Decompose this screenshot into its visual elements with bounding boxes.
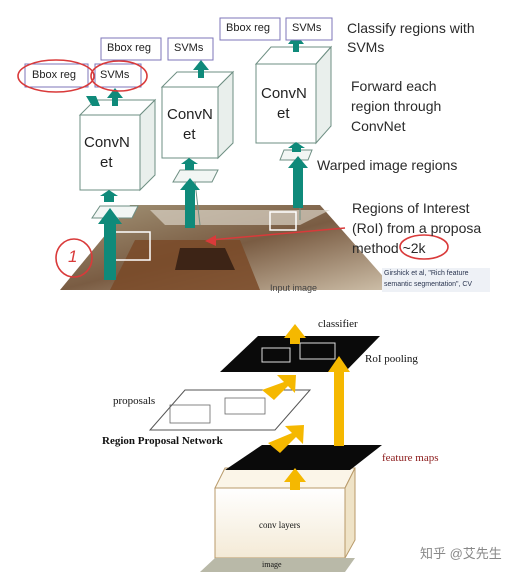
convnet-label-3-line2: et — [277, 105, 290, 122]
forward-text-line3: ConvNet — [351, 118, 406, 134]
region-marker-2 — [172, 169, 219, 183]
convnet-label-2-line1: ConvN — [167, 106, 213, 123]
annotation-circle-bbox — [17, 59, 95, 93]
roi-count: ~2k — [402, 240, 426, 256]
roi-box-1 — [269, 211, 297, 231]
convnet-box-2 — [160, 70, 235, 160]
citation-line1: Girshick et al, "Rich feature — [384, 270, 469, 277]
proposals-label: proposals — [113, 395, 156, 407]
bbox-reg-text-2: Bbox reg — [107, 42, 152, 54]
annotation-circle-2k — [399, 234, 449, 260]
bbox-reg-label-1 — [24, 63, 89, 88]
convnet-label-2-line2: et — [183, 126, 196, 143]
bbox-reg-label-3 — [219, 17, 281, 41]
roi-text-line2: (RoI) from a proposa — [352, 220, 482, 236]
feature-maps-plane — [225, 445, 382, 470]
input-image-plane-bottom — [200, 558, 355, 572]
roi-text-line3: method ~2k — [352, 240, 426, 256]
svms-label-2 — [167, 37, 214, 61]
feature-maps-label: feature maps — [382, 452, 439, 464]
input-image-caption: Input image — [270, 283, 318, 293]
convnet-box-3 — [254, 45, 333, 145]
classify-text-line1: Classify regions with — [347, 20, 475, 36]
forward-text-line2: region through — [351, 98, 442, 114]
region-marker-1 — [91, 205, 139, 219]
convnet-label-1-line2: et — [100, 154, 113, 171]
pipeline-arrows — [262, 324, 350, 490]
svms-text-2: SVMs — [174, 42, 204, 54]
convnet-label-3-line1: ConvN — [261, 85, 307, 102]
rpn-label: Region Proposal Network — [102, 435, 223, 447]
classifier-label: classifier — [318, 318, 358, 330]
annotation-circle-svms — [90, 60, 148, 92]
annotation-circle-one — [55, 238, 93, 278]
bbox-reg-label-2 — [100, 37, 162, 61]
image-label: image — [262, 560, 282, 569]
conv-layers-label: conv layers — [259, 520, 301, 530]
bbox-reg-text-3: Bbox reg — [226, 22, 271, 34]
citation-box — [382, 268, 490, 292]
convnet-label-1-line1: ConvN — [84, 134, 130, 151]
bbox-reg-text-1: Bbox reg — [32, 69, 77, 81]
svms-label-3 — [285, 17, 333, 41]
forward-text-line1: Forward each — [351, 78, 437, 94]
svms-text-3: SVMs — [292, 22, 322, 34]
conv-layers-box — [214, 467, 356, 560]
annotation-number: 1 — [68, 247, 78, 266]
roi-pooling-label: RoI pooling — [365, 353, 418, 365]
warped-text: Warped image regions — [317, 157, 458, 173]
svms-text-1: SVMs — [100, 69, 130, 81]
convnet-box-1 — [78, 98, 157, 192]
annotation-arrow-roi — [209, 227, 346, 241]
proposals-plane — [148, 389, 312, 431]
classify-text-line2: SVMs — [347, 39, 385, 55]
watermark-text: 知乎 @艾先生 — [420, 546, 502, 561]
forward-arrows — [86, 34, 308, 280]
citation-line2: semantic segmentation", CV — [384, 281, 473, 288]
svms-label-1 — [94, 63, 142, 88]
roi-text-line1: Regions of Interest — [352, 200, 470, 216]
